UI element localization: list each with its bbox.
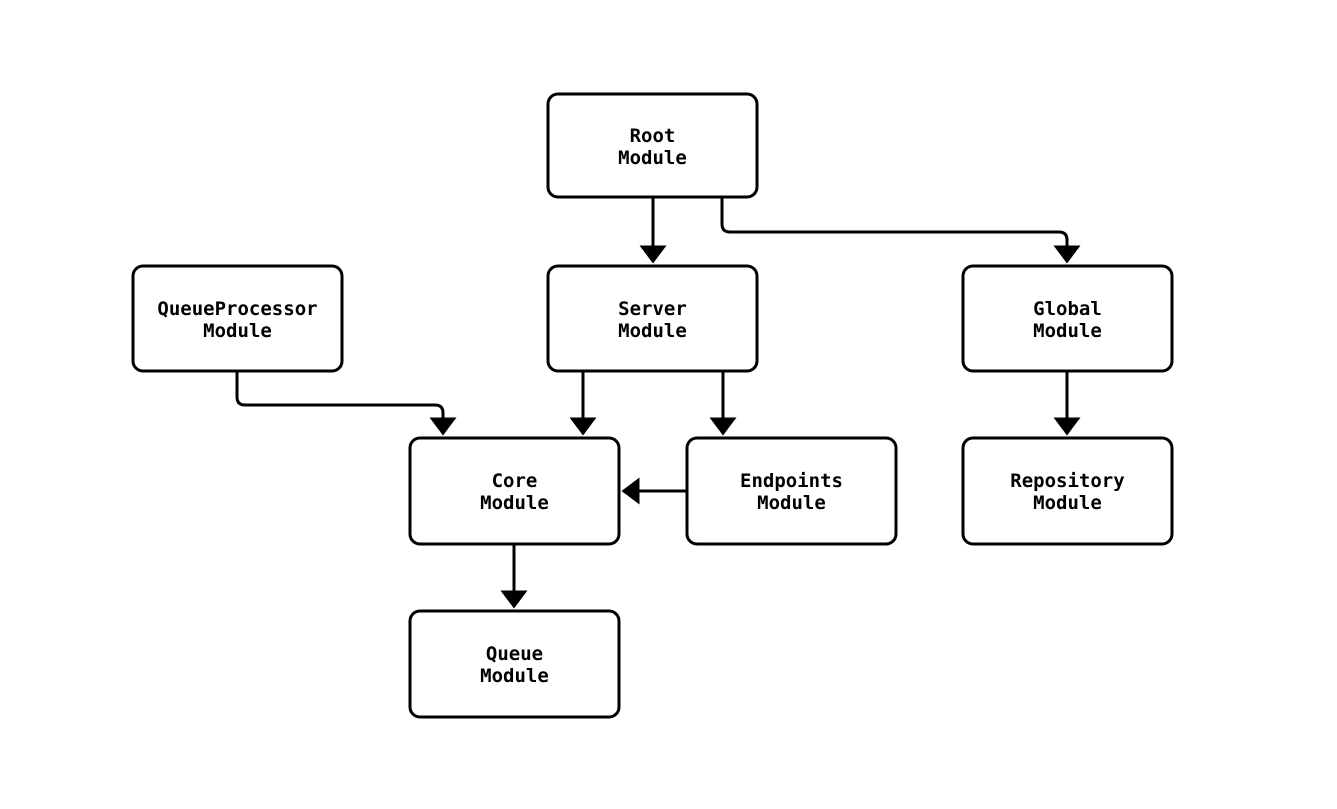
edge-queueprocessor-to-core — [235, 371, 457, 436]
node-root-box — [546, 92, 759, 199]
node-queueprocessor-box — [131, 264, 344, 373]
node-repository-label-line1: Repository — [1010, 470, 1124, 492]
node-repository-box — [961, 436, 1174, 546]
node-root-label-line2: Module — [618, 147, 687, 169]
node-endpoints-label-line1: Endpoints — [740, 470, 843, 492]
node-core-module: Core Module — [408, 436, 621, 546]
node-queueprocessor-module: QueueProcessor Module — [131, 264, 344, 373]
node-queue-label-line2: Module — [480, 665, 549, 687]
node-queueprocessor-label-line2: Module — [203, 320, 272, 342]
node-global-label-line1: Global — [1033, 298, 1102, 320]
node-queueprocessor-label-line1: QueueProcessor — [157, 298, 317, 320]
node-core-label-line1: Core — [492, 470, 538, 492]
node-root-module: Root Module — [546, 92, 759, 199]
node-queue-module: Queue Module — [408, 609, 621, 719]
node-server-label-line1: Server — [618, 298, 687, 320]
node-global-box — [961, 264, 1174, 373]
node-queue-box — [408, 609, 621, 719]
edge-group — [235, 197, 1081, 609]
node-root-label-line1: Root — [630, 125, 676, 147]
node-core-box — [408, 436, 621, 546]
node-endpoints-module: Endpoints Module — [685, 436, 898, 546]
node-global-module: Global Module — [961, 264, 1174, 373]
node-global-label-line2: Module — [1033, 320, 1102, 342]
node-server-label-line2: Module — [618, 320, 687, 342]
edge-root-to-global — [720, 197, 1081, 264]
node-server-module: Server Module — [546, 264, 759, 373]
node-repository-label-line2: Module — [1033, 492, 1102, 514]
node-endpoints-label-line2: Module — [757, 492, 826, 514]
node-queue-label-line1: Queue — [486, 643, 543, 665]
node-server-box — [546, 264, 759, 373]
node-repository-module: Repository Module — [961, 436, 1174, 546]
node-core-label-line2: Module — [480, 492, 549, 514]
node-endpoints-box — [685, 436, 898, 546]
